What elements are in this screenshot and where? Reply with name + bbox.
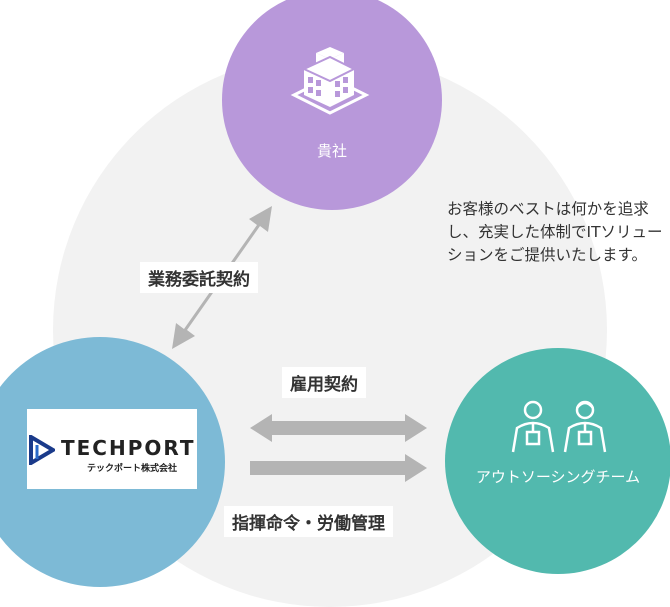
- client-label: 貴社: [316, 142, 347, 160]
- people-icon: [511, 400, 607, 453]
- outsourcing-contract-label: 業務委託契約: [140, 262, 258, 293]
- client-circle: 貴社: [222, 0, 442, 210]
- employment-contract-label: 雇用契約: [282, 367, 366, 398]
- logo-subtext: テックポート株式会社: [87, 464, 178, 474]
- horizontal-double-arrow: [250, 414, 427, 442]
- team-circle: アウトソーシングチーム: [445, 348, 670, 574]
- building-icon: [290, 47, 370, 115]
- right-arrow: [250, 454, 427, 482]
- command-management-label: 指揮命令・労働管理: [224, 506, 393, 537]
- message-text: お客様のベストは何かを追求し、充実した体制でITソリューションをご提供いたします…: [447, 200, 663, 264]
- team-label: アウトソーシングチーム: [475, 468, 641, 486]
- techport-logo-mark: [29, 435, 55, 465]
- logo-text: TECHPORT: [61, 436, 196, 460]
- techport-logo: TECHPORT テックポート株式会社: [27, 409, 197, 489]
